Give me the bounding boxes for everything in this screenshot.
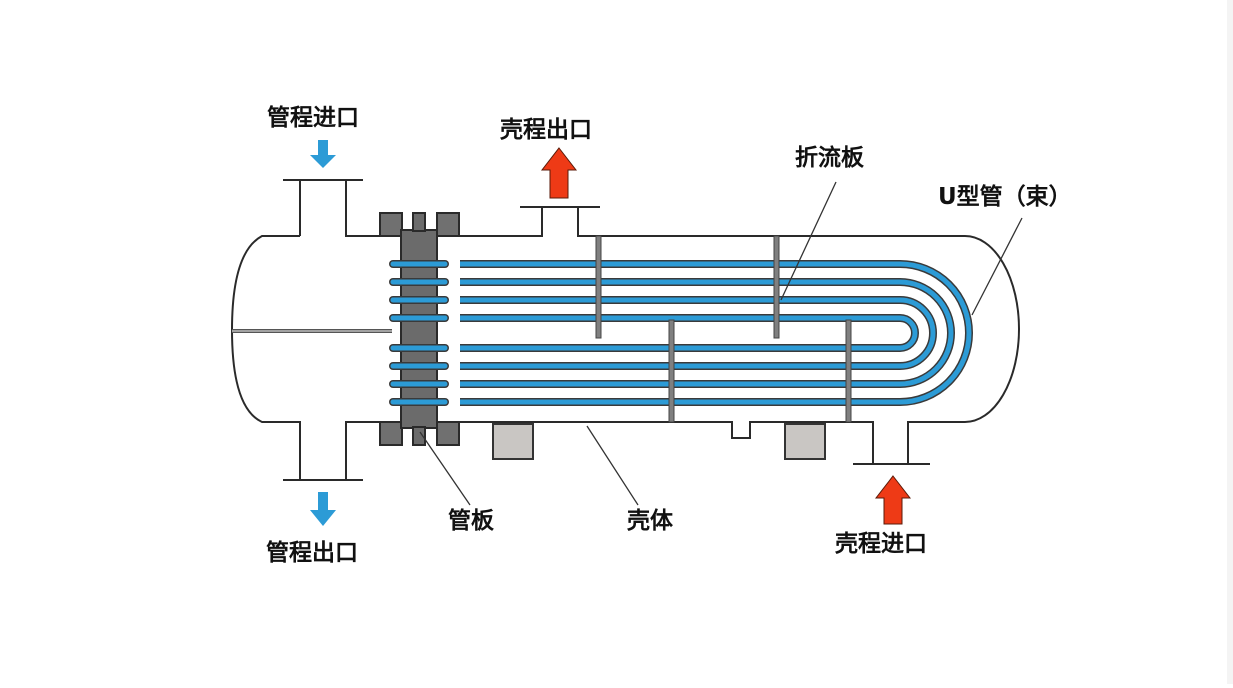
- label-shell: 壳体: [627, 508, 673, 534]
- tube-ends: [389, 260, 449, 406]
- leader-baffle: [780, 181, 837, 301]
- label-tube-outlet: 管程出口: [266, 540, 358, 566]
- label-baffle: 折流板: [795, 145, 864, 171]
- saddle-support-right: [784, 423, 826, 460]
- baffle-2: [668, 319, 675, 423]
- label-shell-inlet: 壳程进口: [835, 531, 927, 557]
- leader-lines: [419, 181, 1023, 506]
- shell-outlet-arrow: [540, 147, 578, 199]
- leader-u-tube: [971, 217, 1023, 316]
- tube-outlet-arrow: [310, 492, 336, 526]
- u-tube-bundle: [460, 260, 973, 406]
- baffle-4: [845, 319, 852, 423]
- saddle-support-left: [492, 423, 534, 460]
- flange-top-left: [379, 212, 403, 237]
- label-tube-sheet: 管板: [448, 508, 494, 534]
- leader-tube-sheet: [419, 431, 471, 506]
- shell-inlet-arrow: [874, 475, 912, 525]
- baffle-1: [595, 235, 602, 339]
- flange-bottom-right: [436, 421, 460, 446]
- leader-shell: [586, 425, 639, 506]
- tube-sheet-assembly: [379, 212, 460, 446]
- label-u-tube-bundle: U型管（束）: [938, 184, 1072, 210]
- baffle-3: [773, 235, 780, 339]
- baffles: [595, 235, 852, 423]
- tube-inlet-arrow: [310, 140, 336, 168]
- right-edge-strip: [1227, 0, 1233, 684]
- flange-top-right: [436, 212, 460, 237]
- label-shell-outlet: 壳程出口: [500, 117, 592, 143]
- flange-bottom-left: [379, 421, 403, 446]
- label-tube-inlet: 管程进口: [267, 105, 359, 131]
